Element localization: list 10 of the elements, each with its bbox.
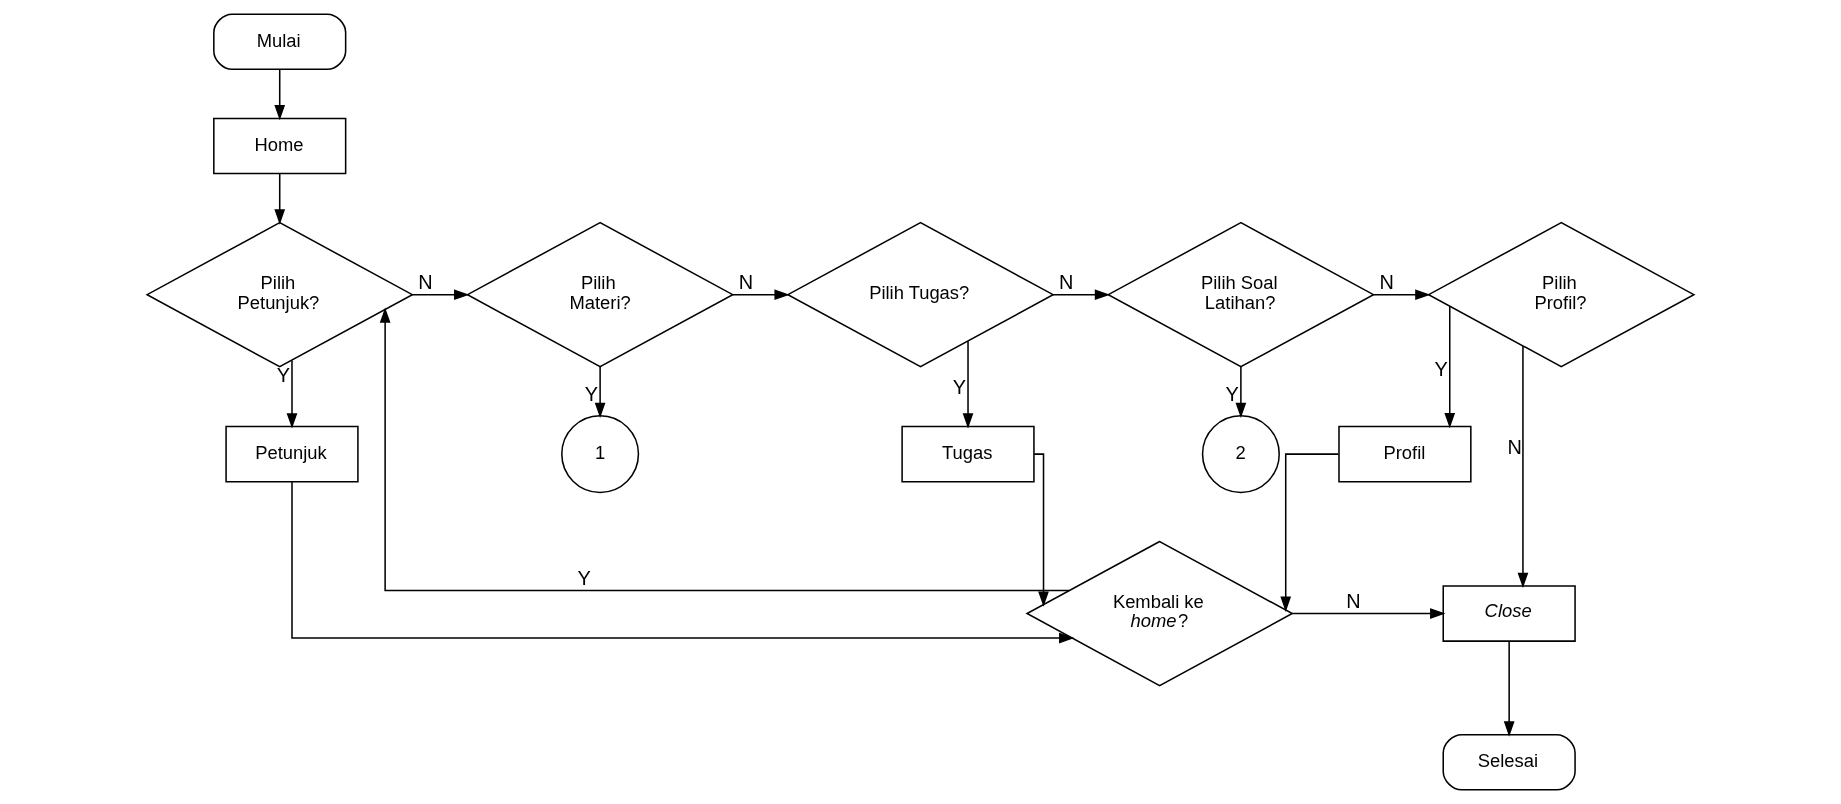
edge-label: N [738,271,754,294]
edge-label: Y [1225,383,1239,406]
edge-label: Y [584,383,599,406]
edge-label: Y [577,567,591,590]
edge-label: N [1346,590,1361,613]
edge-label: Y [952,375,966,398]
edge-label: N [1059,271,1074,294]
edge-label: N [1379,271,1394,294]
edge-label: N [1507,436,1523,459]
edge-label: N [418,271,433,294]
